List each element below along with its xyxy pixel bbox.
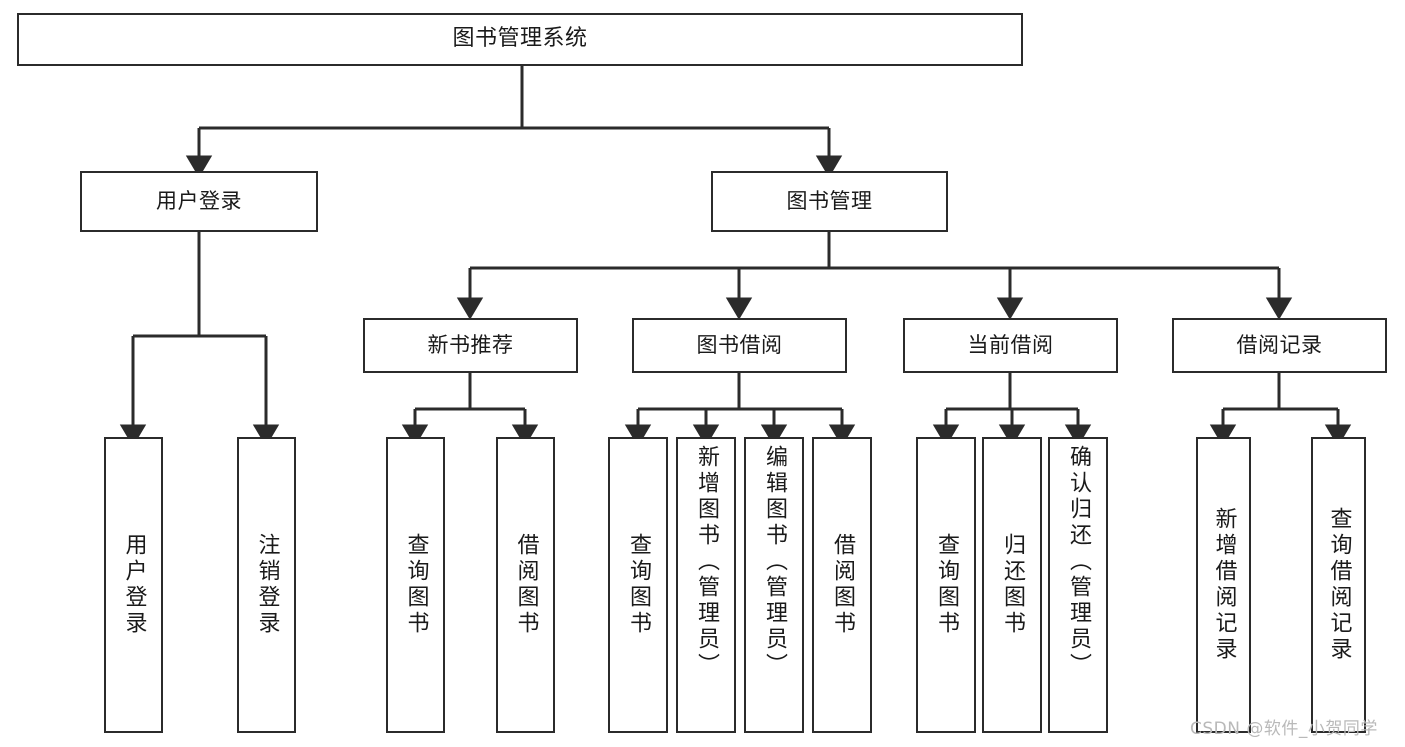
leaf-borrow-borrow-books-label: 借阅图书 [830,533,855,637]
leaf-borrow-edit-book-admin[interactable]: 编辑图书（管理员） [744,437,804,733]
node-user-login[interactable]: 用户登录 [80,171,318,232]
node-borrow-records[interactable]: 借阅记录 [1172,318,1387,373]
leaf-current-return-books[interactable]: 归还图书 [982,437,1042,733]
leaf-logout[interactable]: 注销登录 [237,437,296,733]
leaf-borrow-query-books[interactable]: 查询图书 [608,437,668,733]
leaf-newbook-query-books[interactable]: 查询图书 [386,437,445,733]
node-root-label: 图书管理系统 [452,26,588,52]
leaf-records-add-record[interactable]: 新增借阅记录 [1196,437,1251,733]
leaf-records-query-record-label: 查询借阅记录 [1326,507,1352,663]
leaf-newbook-query-books-label: 查询图书 [403,533,429,637]
node-new-book-recommend[interactable]: 新书推荐 [363,318,578,373]
node-user-login-label: 用户登录 [156,188,242,213]
leaf-records-query-record[interactable]: 查询借阅记录 [1311,437,1366,733]
node-book-management-label: 图书管理 [786,188,873,213]
leaf-current-confirm-return-admin[interactable]: 确认归还（管理员） [1048,437,1108,733]
watermark-text: CSDN @软件_小贺同学 [1190,719,1378,739]
leaf-user-login-label: 用户登录 [121,533,147,637]
leaf-records-add-record-label: 新增借阅记录 [1211,507,1237,663]
node-book-borrow[interactable]: 图书借阅 [632,318,847,373]
leaf-current-query-books[interactable]: 查询图书 [916,437,976,733]
node-current-borrow[interactable]: 当前借阅 [903,318,1118,373]
leaf-borrow-borrow-books[interactable]: 借阅图书 [812,437,872,733]
node-new-book-recommend-label: 新书推荐 [427,332,514,357]
node-root[interactable]: 图书管理系统 [17,13,1023,66]
leaf-current-return-books-label: 归还图书 [1000,533,1025,637]
leaf-current-confirm-return-admin-label: 确认归还（管理员） [1066,445,1091,679]
leaf-newbook-borrow-books-label: 借阅图书 [513,533,539,637]
leaf-borrow-query-books-label: 查询图书 [626,533,651,637]
leaf-user-login[interactable]: 用户登录 [104,437,163,733]
leaf-borrow-add-book-admin-label: 新增图书（管理员） [694,445,719,679]
leaf-logout-label: 注销登录 [254,533,280,637]
node-borrow-records-label: 借阅记录 [1236,332,1323,357]
node-book-borrow-label: 图书借阅 [696,332,783,357]
node-current-borrow-label: 当前借阅 [967,332,1054,357]
leaf-borrow-add-book-admin[interactable]: 新增图书（管理员） [676,437,736,733]
leaf-newbook-borrow-books[interactable]: 借阅图书 [496,437,555,733]
leaf-borrow-edit-book-admin-label: 编辑图书（管理员） [762,445,787,679]
node-book-management[interactable]: 图书管理 [711,171,948,232]
leaf-current-query-books-label: 查询图书 [934,533,959,637]
